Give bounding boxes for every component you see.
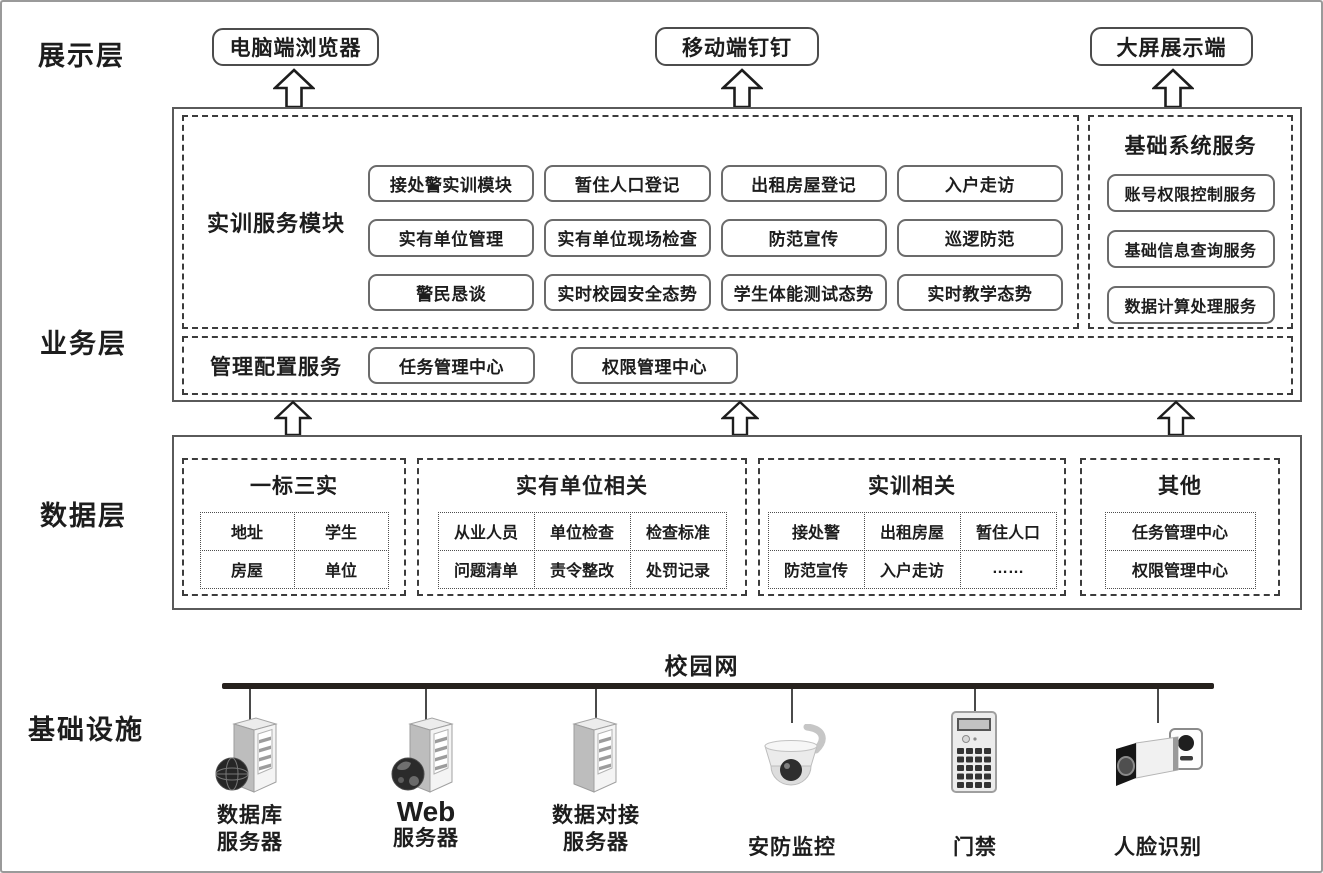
data-cell: 学生 [293,511,389,551]
device-label-web-server: Web 服务器 [326,798,526,852]
device-label-integration-server: 数据对接 服务器 [496,802,696,856]
device-label-line: 服务器 [563,831,629,854]
layer-label-business: 业务层 [40,329,127,359]
module-box: 实时校园安全态势 [544,273,711,311]
network-bus-line [222,683,1214,689]
data-cell: 接处警 [767,511,865,551]
device-label-line: Web [396,796,456,827]
base-services-panel: 基础系统服务 账号权限控制服务 基础信息查询服务 数据计算处理服务 [1088,115,1293,329]
data-group-units: 实有单位相关 从业人员 单位检查 检查标准 问题清单 责令整改 处罚记录 [417,458,747,596]
base-services-title: 基础系统服务 [1124,135,1257,158]
data-table: 地址 学生 房屋 单位 [199,511,389,589]
device-label-line: 安防监控 [748,836,836,859]
campus-network-label: 校园网 [664,653,740,679]
training-modules-panel: 实训服务模块 接处警实训模块 暂住人口登记 出租房屋登记 入户走访 实有单位管理… [182,115,1079,329]
training-module-grid: 接处警实训模块 暂住人口登记 出租房屋登记 入户走访 实有单位管理 实有单位现场… [368,117,1077,327]
terminal-pc-browser: 电脑端浏览器 [212,28,379,66]
data-cell: 出租房屋 [863,511,961,551]
module-box: 学生体能测试态势 [720,273,887,311]
data-cell: …… [959,549,1057,589]
module-box: 实有单位现场检查 [544,219,711,257]
data-cell: 地址 [199,511,295,551]
data-group-title: 一标三实 [250,475,338,498]
terminal-big-screen: 大屏展示端 [1090,27,1253,66]
data-group-title: 实训相关 [868,475,956,498]
drop-line [595,689,597,723]
web-server-icon [391,717,454,793]
service-box: 账号权限控制服务 [1106,174,1275,212]
face-camera-icon [1116,728,1203,786]
data-cell: 单位 [293,549,389,589]
drop-line [791,689,793,723]
device-label-line: 数据库 [217,804,283,827]
data-group-title: 实有单位相关 [516,475,648,498]
device-label-line: 人脸识别 [1114,836,1202,859]
up-arrow-icon [721,400,759,437]
up-arrow-icon [1152,68,1194,109]
data-table: 任务管理中心 权限管理中心 [1104,511,1256,589]
management-config-panel: 管理配置服务 任务管理中心 权限管理中心 [182,336,1293,395]
data-cell: 问题清单 [437,549,535,589]
device-label-line: 服务器 [217,831,283,854]
drop-line [249,689,251,723]
device-label-database-server: 数据库 服务器 [150,802,350,856]
data-table: 从业人员 单位检查 检查标准 问题清单 责令整改 处罚记录 [437,511,727,589]
module-box: 暂住人口登记 [544,165,711,203]
module-box: 接处警实训模块 [368,165,535,203]
data-cell: 权限管理中心 [1104,549,1256,589]
data-cell: 从业人员 [437,511,535,551]
management-box: 权限管理中心 [571,347,738,384]
data-group-training: 实训相关 接处警 出租房屋 暂住人口 防范宣传 入户走访 …… [758,458,1066,596]
data-group-yibiaosanshi: 一标三实 地址 学生 房屋 单位 [182,458,406,596]
up-arrow-icon [721,68,763,109]
data-cell: 入户走访 [863,549,961,589]
data-cell: 单位检查 [533,511,631,551]
device-label-line: 门禁 [953,836,997,859]
database-server-icon [215,717,278,793]
drop-line [425,689,427,723]
cctv-dome-icon [764,724,826,786]
data-cell: 处罚记录 [629,549,727,589]
management-box: 任务管理中心 [368,347,535,384]
data-cell: 房屋 [199,549,295,589]
data-group-title: 其他 [1158,475,1202,498]
device-label-line: 服务器 [393,827,459,850]
integration-server-icon [572,717,618,793]
data-cell: 暂住人口 [959,511,1057,551]
module-box: 巡逻防范 [896,219,1063,257]
terminal-mobile-dingtalk: 移动端钉钉 [655,27,819,66]
data-group-other: 其他 任务管理中心 权限管理中心 [1080,458,1280,596]
data-cell: 责令整改 [533,549,631,589]
device-label-line: 数据对接 [552,804,640,827]
data-cell: 检查标准 [629,511,727,551]
layer-label-data: 数据层 [40,501,127,531]
module-box: 警民恳谈 [368,273,535,311]
device-label-access-control: 门禁 [875,834,1075,861]
module-box: 入户走访 [896,165,1063,203]
up-arrow-icon [274,400,312,437]
data-cell: 任务管理中心 [1104,511,1256,551]
data-cell: 防范宣传 [767,549,865,589]
device-label-cctv: 安防监控 [692,834,892,861]
keypad-icon [951,711,997,793]
device-label-face-recognition: 人脸识别 [1058,834,1258,861]
module-box: 实有单位管理 [368,219,535,257]
drop-line [1157,689,1159,723]
up-arrow-icon [273,68,315,109]
up-arrow-icon [1157,400,1195,437]
layer-label-infrastructure: 基础设施 [28,715,144,745]
layer-label-presentation: 展示层 [38,41,125,71]
data-table: 接处警 出租房屋 暂住人口 防范宣传 入户走访 …… [767,511,1057,589]
module-box: 防范宣传 [720,219,887,257]
drop-line [974,689,976,723]
service-box: 数据计算处理服务 [1106,286,1275,324]
training-panel-title: 实训服务模块 [206,211,345,236]
service-box: 基础信息查询服务 [1106,230,1275,268]
management-panel-title: 管理配置服务 [210,355,342,379]
module-box: 出租房屋登记 [720,165,887,203]
module-box: 实时教学态势 [896,273,1063,311]
